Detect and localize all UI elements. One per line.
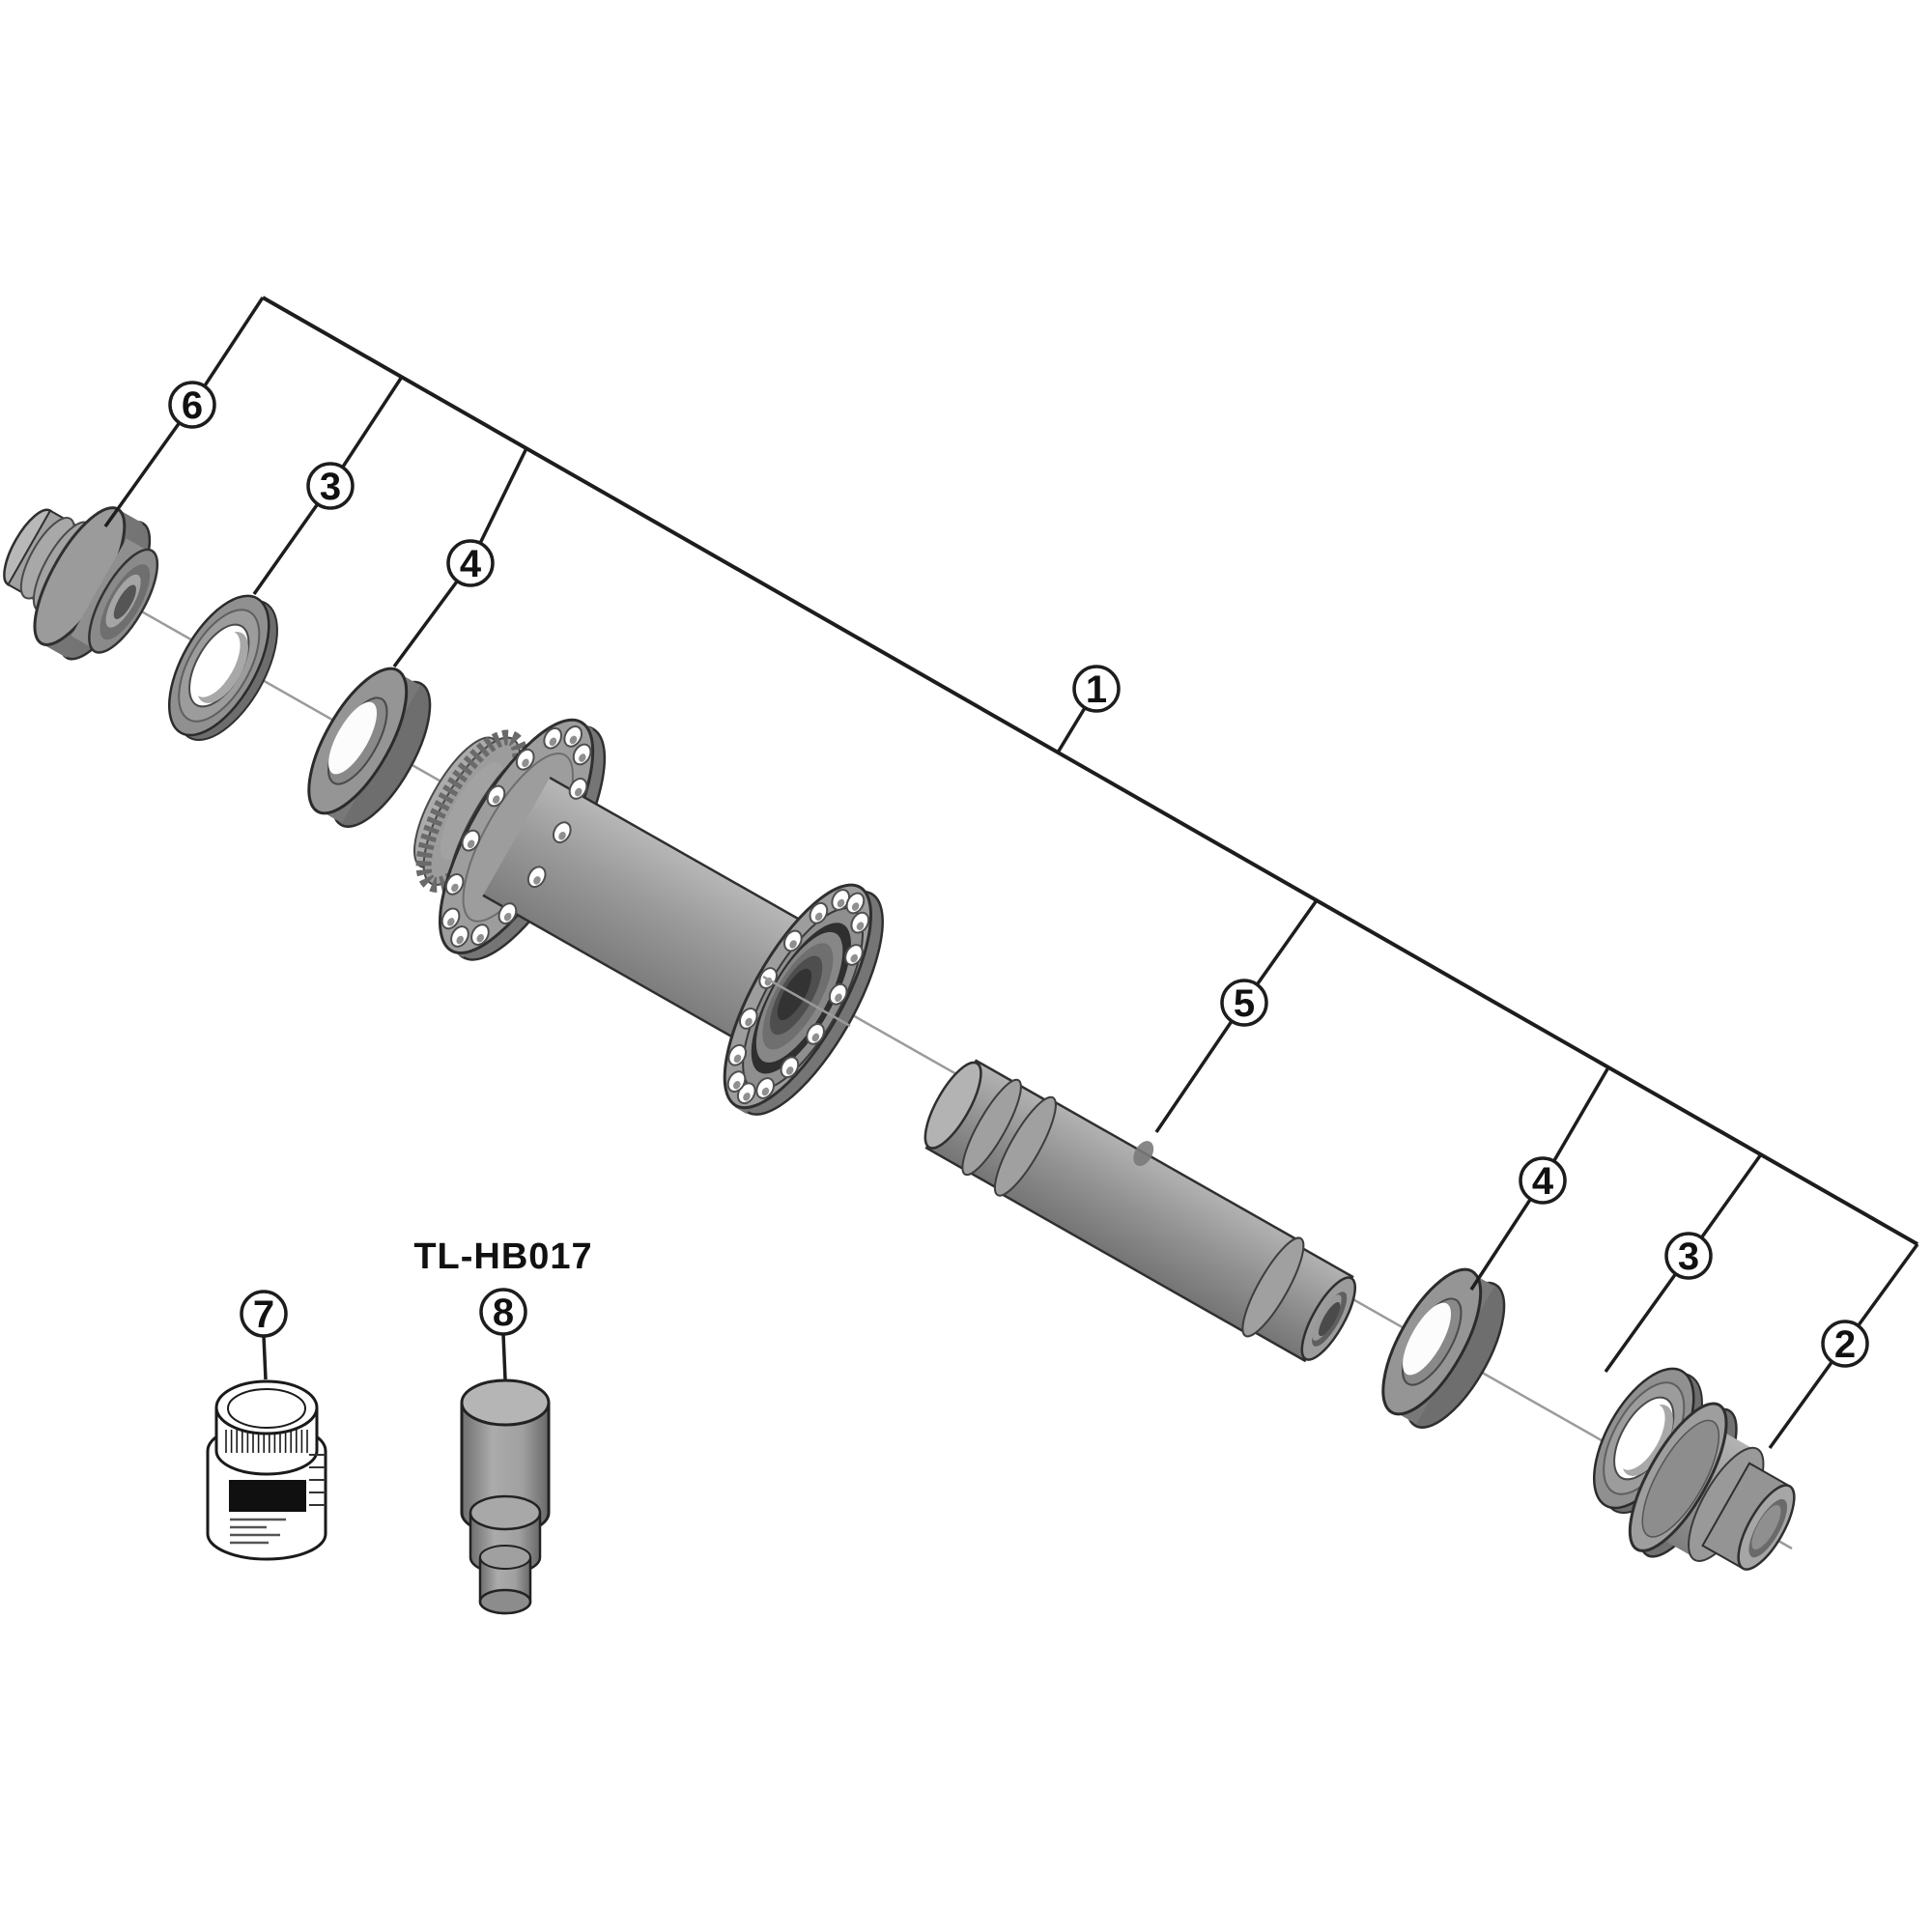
callout-6: 6 bbox=[168, 381, 216, 429]
callout-3-left: 3 bbox=[306, 462, 355, 510]
callout-8: 8 bbox=[479, 1288, 527, 1336]
part-bearing-left bbox=[307, 667, 432, 828]
callout-4-left: 4 bbox=[446, 539, 495, 587]
part-bearing-right bbox=[1381, 1267, 1506, 1429]
part-seal-ring-left bbox=[167, 594, 278, 741]
spoke-hole-chamfer bbox=[811, 1033, 820, 1042]
callout-7: 7 bbox=[240, 1290, 288, 1338]
callout-4-right-number: 4 bbox=[1532, 1160, 1554, 1203]
spoke-hole-chamfer bbox=[732, 1080, 741, 1090]
spoke-hole-chamfer bbox=[549, 737, 557, 747]
leader-line-assembly bbox=[262, 296, 1918, 1246]
leader-lines bbox=[103, 296, 1919, 1450]
spoke-hole-chamfer bbox=[856, 922, 865, 930]
part-end-cap-left bbox=[3, 506, 159, 661]
callouts: 1 6 3 4 5 4 3 2 bbox=[168, 381, 1869, 1368]
callout-6-number: 6 bbox=[182, 384, 203, 427]
spoke-hole-chamfer bbox=[835, 993, 842, 1003]
spoke-hole-chamfer bbox=[851, 902, 860, 911]
part-end-cap-right bbox=[1628, 1402, 1796, 1571]
callout-2-number: 2 bbox=[1834, 1323, 1856, 1366]
callout-1: 1 bbox=[1072, 665, 1121, 713]
callout-3-right-number: 3 bbox=[1678, 1236, 1699, 1278]
spoke-hole-chamfer bbox=[579, 753, 586, 762]
axis-centerline-through-bore bbox=[762, 975, 851, 1028]
callout-5: 5 bbox=[1220, 979, 1268, 1027]
callout-7-number: 7 bbox=[253, 1293, 274, 1336]
spoke-hole-chamfer bbox=[533, 876, 541, 885]
hub-barrel bbox=[482, 778, 834, 1057]
spoke-hole-chamfer bbox=[785, 1066, 794, 1075]
spoke-hole-chamfer bbox=[575, 787, 582, 797]
grease-jar-label bbox=[229, 1480, 306, 1512]
spoke-hole-chamfer bbox=[456, 935, 464, 945]
spoke-hole-chamfer bbox=[467, 839, 475, 849]
leader-line-8 bbox=[501, 1333, 507, 1380]
callout-4-left-number: 4 bbox=[460, 543, 482, 585]
axle-grease-port bbox=[1133, 1141, 1154, 1167]
spoke-hole-chamfer bbox=[850, 953, 859, 963]
spoke-hole-chamfer bbox=[733, 1054, 742, 1064]
callout-3-right: 3 bbox=[1664, 1232, 1713, 1280]
callout-4-right: 4 bbox=[1519, 1156, 1567, 1205]
callout-8-number: 8 bbox=[493, 1292, 514, 1334]
part-axle-unit bbox=[923, 1059, 1357, 1363]
leader-line-7 bbox=[262, 1335, 268, 1380]
spoke-hole-chamfer bbox=[451, 883, 459, 893]
spoke-hole-chamfer bbox=[837, 898, 845, 908]
part-tool-tl-hb017 bbox=[460, 1378, 551, 1615]
spoke-hole-chamfer bbox=[476, 933, 484, 943]
spoke-hole-chamfer bbox=[503, 912, 512, 922]
callout-5-number: 5 bbox=[1234, 982, 1255, 1025]
spoke-hole-chamfer bbox=[789, 940, 797, 949]
callout-1-number: 1 bbox=[1086, 668, 1107, 711]
spoke-hole-chamfer bbox=[447, 918, 455, 926]
spoke-hole-chamfer bbox=[743, 1093, 751, 1101]
part-hub-shell bbox=[413, 718, 884, 1116]
part-grease-jar bbox=[206, 1379, 327, 1561]
spoke-hole-chamfer bbox=[745, 1017, 753, 1027]
spoke-hole-chamfer bbox=[569, 735, 578, 745]
callout-3-left-number: 3 bbox=[320, 466, 341, 508]
tool-model-label: TL-HB017 bbox=[413, 1236, 592, 1277]
callout-2: 2 bbox=[1821, 1320, 1869, 1368]
spoke-hole-chamfer bbox=[761, 1087, 770, 1096]
spoke-hole-chamfer bbox=[558, 832, 566, 840]
spoke-hole-chamfer bbox=[492, 795, 500, 804]
spoke-hole-chamfer bbox=[814, 912, 823, 922]
spoke-hole-chamfer bbox=[522, 758, 529, 768]
